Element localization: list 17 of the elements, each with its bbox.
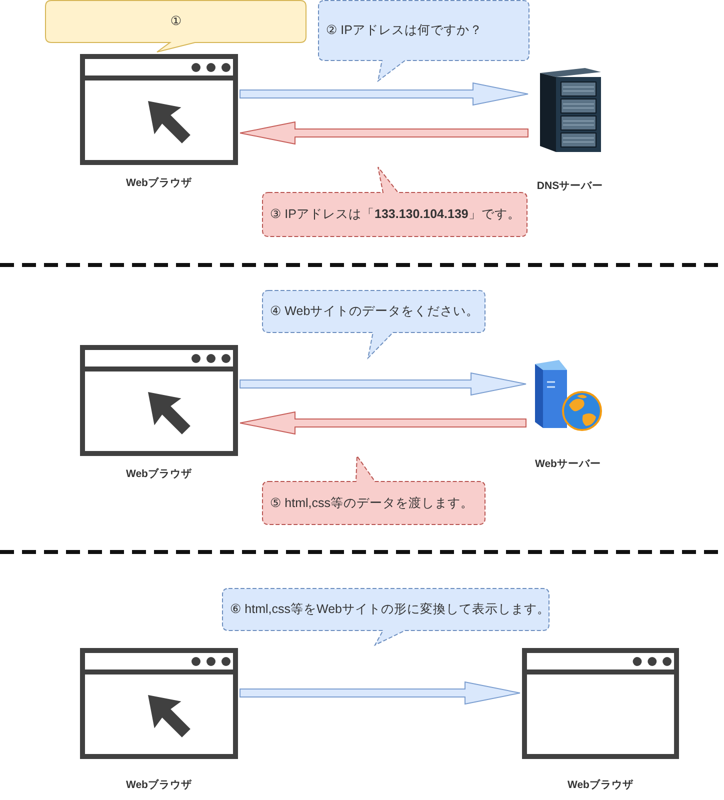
arrow [240, 411, 526, 435]
browser-label: Webブラウザ [125, 467, 193, 482]
arrow [240, 121, 528, 145]
browser-label: Webブラウザ [125, 176, 193, 191]
arrow [240, 372, 526, 396]
speech-bubble: ③ IPアドレスは「133.130.104.139」です。 [262, 166, 528, 238]
browser-label: Webブラウザ [125, 778, 193, 793]
speech-bubble: ⑤ html,css等のデータを渡します。 [262, 455, 486, 526]
speech-bubble: ② IPアドレスは何ですか？ [318, 0, 530, 82]
browser-label: Webブラウザ [566, 778, 634, 793]
speech-bubble: ④ Webサイトのデータをください。 [262, 290, 486, 360]
speech-bubble: ① [45, 0, 307, 53]
server-label: DNSサーバー [536, 179, 604, 194]
server-label: Webサーバー [534, 457, 602, 472]
arrow [240, 82, 528, 106]
speech-bubble: ⑥ html,css等をWebサイトの形に変換して表示します。 [222, 588, 550, 646]
arrow [240, 681, 520, 705]
